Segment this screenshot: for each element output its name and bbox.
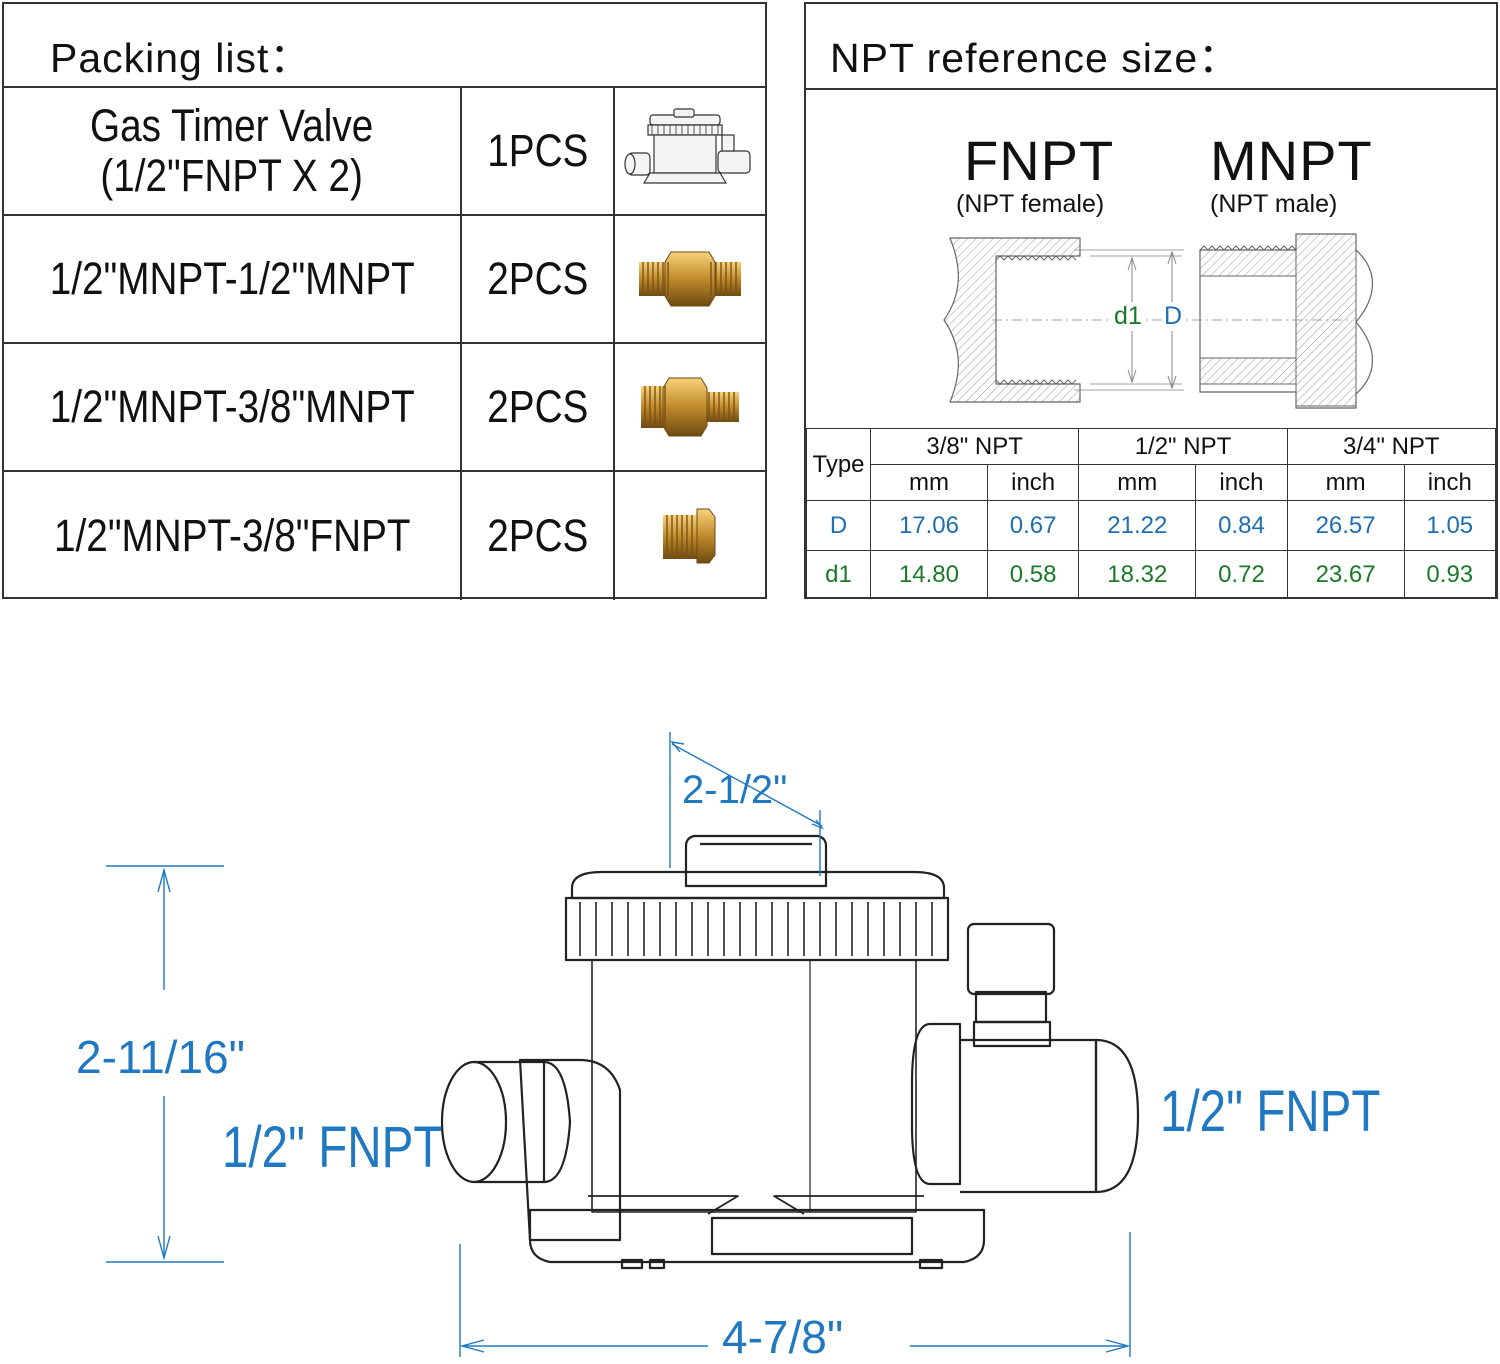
D-label: D — [1162, 302, 1185, 331]
item-qty-text: 2PCS — [486, 381, 589, 432]
type-header: Type — [806, 428, 871, 501]
mnpt-label: MNPT — [1210, 129, 1373, 192]
item-name: 1/2"MNPT-3/8"MNPT — [4, 344, 462, 470]
unit-header: inch — [1195, 464, 1288, 501]
item-qty: 2PCS — [462, 472, 615, 600]
unit-header: inch — [1403, 464, 1497, 501]
table-cell: 17.06 — [870, 500, 988, 551]
item-name-line1: 1/2"MNPT-3/8"FNPT — [53, 509, 411, 561]
width-dimension-label: 4-7/8" — [722, 1311, 844, 1363]
table-cell: 1.05 — [1403, 500, 1497, 551]
valve-dimension-drawing — [106, 732, 1140, 1357]
packing-row: 1/2"MNPT-1/2"MNPT 2PCS — [4, 216, 765, 344]
item-qty: 2PCS — [462, 344, 615, 470]
table-cell: 18.32 — [1078, 550, 1197, 599]
table-cell: 0.67 — [986, 500, 1080, 551]
d1-label: d1 — [1112, 302, 1144, 331]
item-qty: 2PCS — [462, 216, 615, 342]
packing-list-title: Packing list： — [50, 35, 312, 81]
table-cell: 26.57 — [1286, 500, 1405, 551]
gas-timer-valve-thumbnail — [615, 88, 765, 214]
left-port-label: 1/2" FNPT — [222, 1115, 443, 1180]
table-cell: 14.80 — [870, 550, 988, 599]
height-dimension-label: 2-11/16" — [76, 1031, 245, 1083]
item-name: Gas Timer Valve (1/2"FNPT X 2) — [4, 88, 462, 214]
brass-reducing-nipple — [615, 344, 765, 470]
table-cell: 0.93 — [1403, 550, 1497, 599]
item-name-line1: 1/2"MNPT-1/2"MNPT — [49, 252, 415, 304]
item-qty-text: 2PCS — [486, 253, 589, 304]
item-name-line2: (1/2"FNPT X 2) — [100, 150, 364, 201]
table-row: d1 14.80 0.58 18.32 0.72 23.67 0.93 — [806, 550, 1497, 599]
unit-header: mm — [1078, 464, 1197, 501]
table-cell: 0.58 — [986, 550, 1080, 599]
item-name-line1: Gas Timer Valve — [90, 99, 374, 151]
packing-list-header: Packing list： — [4, 4, 765, 88]
fnpt-sub-label: (NPT female) — [956, 190, 1105, 218]
packing-list-table: Packing list： Gas Timer Valve (1/2"FNPT … — [2, 2, 767, 600]
right-port-label: 1/2" FNPT — [1160, 1079, 1381, 1144]
group-header: 3/8" NPT — [869, 428, 1080, 465]
mnpt-sub-label: (NPT male) — [1210, 190, 1338, 218]
item-name-line1: 1/2"MNPT-3/8"MNPT — [49, 380, 415, 432]
unit-header: mm — [1286, 464, 1405, 501]
npt-reference-panel: NPT reference size： FNPT (NPT female) MN… — [804, 2, 1498, 599]
npt-thread-diagram — [943, 233, 1374, 409]
npt-reference-header: NPT reference size： — [806, 4, 1496, 90]
item-qty: 1PCS — [462, 88, 615, 214]
table-cell: 0.72 — [1195, 550, 1288, 599]
table-cell: 23.67 — [1286, 550, 1405, 599]
packing-row: 1/2"MNPT-3/8"FNPT 2PCS — [4, 472, 765, 600]
table-cell: 21.22 — [1078, 500, 1197, 551]
fnpt-label: FNPT — [964, 129, 1115, 192]
npt-size-table: Type 3/8" NPT 1/2" NPT 3/4" NPT mm inch … — [806, 428, 1497, 599]
item-qty-text: 1PCS — [486, 125, 589, 176]
item-name: 1/2"MNPT-1/2"MNPT — [4, 216, 462, 342]
group-header: 3/4" NPT — [1286, 428, 1497, 465]
group-header: 1/2" NPT — [1078, 428, 1288, 465]
table-row: D 17.06 0.67 21.22 0.84 26.57 1.05 — [806, 500, 1497, 551]
item-name: 1/2"MNPT-3/8"FNPT — [4, 472, 462, 600]
top-dimension-label: 2-1/2" — [682, 768, 788, 812]
valve-outline — [440, 834, 1140, 1270]
unit-header: inch — [986, 464, 1080, 501]
brass-hex-nipple — [615, 216, 765, 342]
table-cell: 0.84 — [1195, 500, 1288, 551]
npt-reference-title: NPT reference size： — [830, 35, 1241, 81]
packing-row: Gas Timer Valve (1/2"FNPT X 2) 1PCS — [4, 88, 765, 216]
unit-header: mm — [870, 464, 988, 501]
packing-row: 1/2"MNPT-3/8"MNPT 2PCS — [4, 344, 765, 472]
item-qty-text: 2PCS — [486, 510, 589, 561]
brass-bushing — [615, 472, 765, 600]
row-label: d1 — [806, 550, 871, 599]
row-label: D — [806, 500, 871, 551]
dimension-lines — [106, 732, 1131, 1357]
